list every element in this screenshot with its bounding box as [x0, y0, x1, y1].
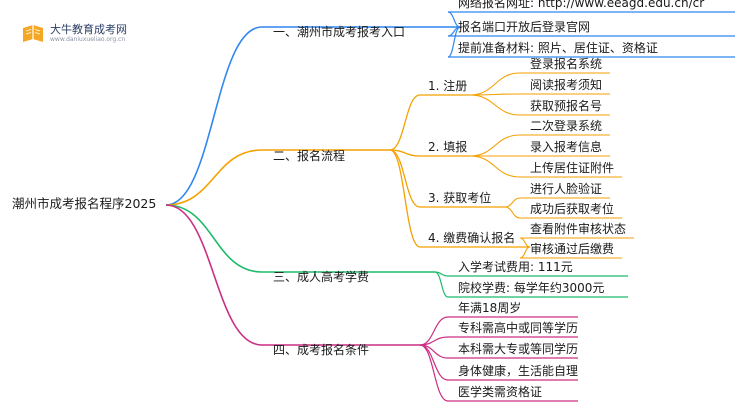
- leaf-topic: 提前准备材料: 照片、居住证、资格证: [458, 40, 658, 55]
- leaf-topic: 进行人脸验证: [530, 181, 602, 196]
- branch-topic: 四、成考报名条件: [273, 342, 369, 357]
- leaf-topic: 阅读报考须知: [530, 77, 602, 92]
- branch-connector: [165, 204, 263, 346]
- leaf-topic: 网络报名网址: http://www.eeagd.edu.cn/cr: [458, 0, 704, 10]
- logo-url: www.daniuxueliao.org.cn: [50, 36, 126, 43]
- leaf-topic: 医学类需资格证: [458, 384, 542, 399]
- leaf-topic: 上传居住证附件: [530, 160, 614, 175]
- subtopic: 1. 注册: [428, 78, 467, 93]
- leaf-topic: 院校学费: 每学年约3000元: [458, 280, 604, 295]
- branch-connector: [165, 149, 263, 206]
- leaf-topic: 审核通过后缴费: [530, 241, 614, 256]
- leaf-topic: 登录报名系统: [530, 56, 602, 71]
- leaf-topic: 成功后获取考位: [530, 201, 614, 216]
- branch-connector: [165, 26, 263, 206]
- book-icon: [23, 25, 43, 42]
- root-topic: 潮州市成考报名程序2025: [12, 196, 156, 211]
- leaf-topic: 入学考试费用: 111元: [458, 259, 573, 274]
- branch-connector: [165, 204, 263, 273]
- leaf-topic: 本科需大专或等同学历: [458, 341, 578, 356]
- leaf-topic: 录入报考信息: [530, 139, 602, 154]
- leaf-topic: 报名端口开放后登录官网: [458, 19, 590, 34]
- leaf-topic: 二次登录系统: [530, 118, 602, 133]
- leaf-topic: 身体健康，生活能自理: [458, 363, 578, 378]
- branch-topic: 二、报名流程: [273, 148, 345, 163]
- leaf-topic: 专科需高中或同等学历: [458, 320, 578, 335]
- logo-title: 大牛教育成考网: [50, 23, 127, 36]
- subtopic: 3. 获取考位: [428, 190, 491, 205]
- subtopic: 4. 缴费确认报名: [428, 230, 515, 245]
- branch-topic: 三、成人高考学费: [273, 269, 369, 284]
- branch-topic: 一、潮州市成考报考入口: [273, 24, 405, 39]
- leaf-topic: 查看附件审核状态: [530, 221, 626, 236]
- leaf-topic: 获取预报名号: [530, 98, 602, 113]
- subtopic: 2. 填报: [428, 139, 467, 154]
- site-logo: 大牛教育成考网 www.daniuxueliao.org.cn: [20, 20, 130, 50]
- leaf-topic: 年满18周岁: [458, 300, 521, 315]
